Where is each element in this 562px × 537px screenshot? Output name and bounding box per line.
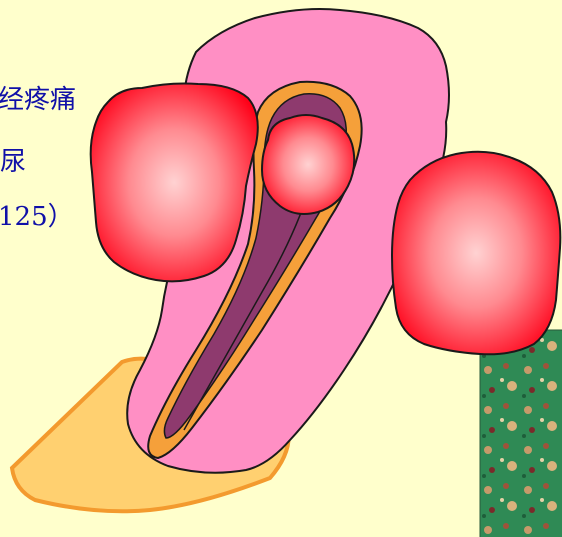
caption-line-3: 125） — [0, 202, 74, 232]
caption-line-1: 经疼痛 — [0, 85, 77, 115]
tissue-photo — [479, 329, 562, 537]
left-mass — [89, 82, 259, 283]
submucosal-mass — [260, 114, 356, 215]
caption-line-2: 尿 — [0, 147, 27, 177]
right-mass — [390, 150, 562, 356]
